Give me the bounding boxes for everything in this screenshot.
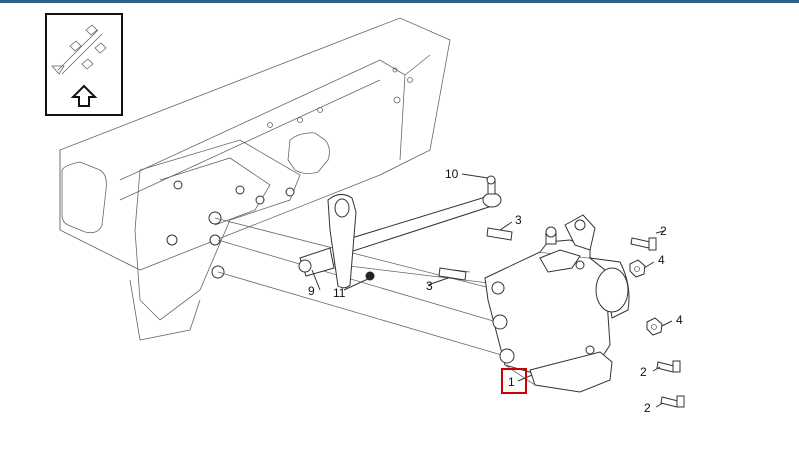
steering-gear-box	[484, 214, 630, 393]
callout-4-upper: 4	[658, 253, 665, 267]
callout-2-upper: 2	[660, 224, 667, 238]
callout-9: 9	[308, 284, 315, 298]
callout-11: 11	[333, 286, 346, 300]
callout-2-middle: 2	[640, 365, 647, 379]
drag-link	[344, 175, 502, 253]
pitman-arm	[298, 194, 375, 289]
nut-upper	[629, 259, 646, 278]
chassis-frame-rail	[59, 17, 451, 271]
assembly-guide-lines	[214, 217, 506, 357]
bolt-lower	[660, 395, 685, 408]
orientation-box	[45, 13, 123, 116]
callout-2-lower: 2	[644, 401, 651, 415]
mounting-bracket	[129, 139, 301, 341]
callout-3-lower: 3	[426, 279, 433, 293]
bolt-upper	[630, 237, 657, 251]
stud-upper	[486, 227, 513, 241]
leader-lines	[311, 173, 673, 408]
callout-4-lower: 4	[676, 313, 683, 327]
callout-10: 10	[445, 167, 459, 181]
front-direction-arrow-icon	[70, 84, 98, 107]
highlight-box	[501, 368, 527, 394]
highlighted-callout-1: 1	[501, 368, 527, 394]
top-border	[0, 0, 799, 3]
bolt-middle	[656, 360, 681, 373]
nut-lower	[646, 317, 663, 336]
stud-lower	[438, 267, 467, 281]
vehicle-outline-icon	[51, 24, 107, 75]
callout-1: 1	[508, 375, 515, 389]
callout-3-upper: 3	[515, 213, 522, 227]
